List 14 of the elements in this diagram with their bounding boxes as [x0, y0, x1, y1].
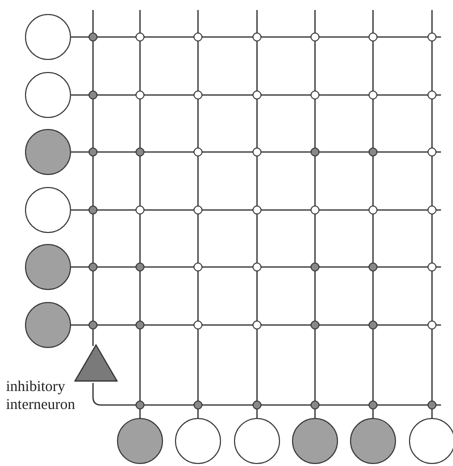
neuron-circle	[117, 418, 163, 464]
neuron-circle	[175, 418, 221, 464]
neuron-circle	[25, 72, 71, 118]
neuron-circle	[292, 418, 338, 464]
neuron-circle	[25, 302, 71, 348]
neuron-circle	[25, 244, 71, 290]
neuron-circle	[350, 418, 396, 464]
neuron-circle	[25, 187, 71, 233]
neuron-label: inhibitory interneuron	[6, 378, 76, 414]
neuron-circle	[234, 418, 280, 464]
neuron-circle	[25, 14, 71, 60]
neuron-circle	[409, 418, 453, 464]
interneuron-triangle	[74, 344, 118, 382]
neuron-circle	[25, 129, 71, 175]
